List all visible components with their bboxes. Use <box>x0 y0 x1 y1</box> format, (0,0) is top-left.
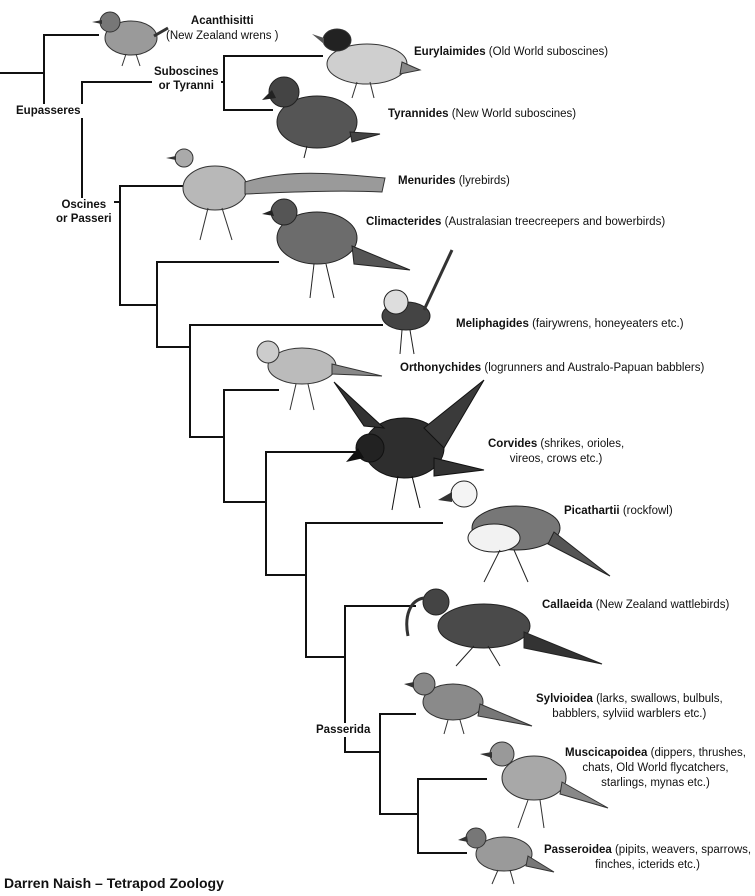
node-oscines: Oscines or Passeri <box>54 198 114 226</box>
taxon-meliphagides: Meliphagides (fairywrens, honeyeaters et… <box>456 317 684 332</box>
taxon-tyrannides: Tyrannides (New World suboscines) <box>388 107 576 122</box>
taxon-desc2: babblers, sylviid warblers etc.) <box>552 708 707 720</box>
taxon-name: Acanthisitti <box>190 15 254 27</box>
taxon-desc: (dippers, thrushes, <box>650 747 746 759</box>
taxon-muscicapoidea: Muscicapoidea (dippers, thrushes, chats,… <box>565 746 746 791</box>
taxon-desc: (Old World suboscines) <box>488 46 609 58</box>
taxon-eurylaimides: Eurylaimides (Old World suboscines) <box>414 45 608 60</box>
taxon-desc: (logrunners and Australo-Papuan babblers… <box>484 362 705 374</box>
taxon-name: Meliphagides <box>456 318 529 330</box>
taxon-name: Corvides <box>488 438 538 450</box>
taxon-desc: (lyrebirds) <box>458 175 510 187</box>
climacterides-bird-icon <box>262 198 411 299</box>
menurides-bird-icon <box>166 148 386 241</box>
meliphagides-bird-icon <box>381 249 454 355</box>
node-suboscines-line2: or Tyranni <box>158 80 214 92</box>
orthonychides-bird-icon <box>256 340 383 411</box>
eurylaimides-bird-icon <box>312 28 422 99</box>
taxon-desc: (rockfowl) <box>622 505 673 517</box>
node-suboscines-line1: Suboscines <box>154 66 219 78</box>
node-oscines-line1: Oscines <box>61 199 107 211</box>
corvides-bird-icon <box>333 379 485 511</box>
taxon-corvides: Corvides (shrikes, orioles, vireos, crow… <box>488 437 624 467</box>
taxon-name: Callaeida <box>542 599 593 611</box>
taxon-menurides: Menurides (lyrebirds) <box>398 174 510 189</box>
picathartii-bird-icon <box>438 480 611 583</box>
taxon-callaeida: Callaeida (New Zealand wattlebirds) <box>542 598 729 613</box>
taxon-name: Menurides <box>398 175 456 187</box>
taxon-name: Orthonychides <box>400 362 482 374</box>
taxon-name: Tyrannides <box>388 108 449 120</box>
taxon-sylvioidea: Sylvioidea (larks, swallows, bulbuls, ba… <box>536 692 723 722</box>
taxon-desc2: chats, Old World flycatchers, <box>582 762 729 774</box>
taxon-name: Eurylaimides <box>414 46 486 58</box>
taxon-desc: (New Zealand wattlebirds) <box>595 599 730 611</box>
taxon-name: Climacterides <box>366 216 442 228</box>
taxon-desc: (fairywrens, honeyeaters etc.) <box>532 318 684 330</box>
taxon-orthonychides: Orthonychides (logrunners and Australo-P… <box>400 361 704 376</box>
node-passerida: Passerida <box>314 723 373 737</box>
taxon-climacterides: Climacterides (Australasian treecreepers… <box>366 215 665 230</box>
taxon-name: Picathartii <box>564 505 620 517</box>
taxon-acanthisitti: Acanthisitti (New Zealand wrens ) <box>166 14 278 44</box>
node-eupasseres: Eupasseres <box>14 104 83 118</box>
taxon-desc: (shrikes, orioles, <box>540 438 625 450</box>
passeroidea-bird-icon <box>458 827 555 885</box>
node-oscines-line2: or Passeri <box>56 213 112 225</box>
taxon-desc: (New Zealand wrens ) <box>166 30 279 42</box>
taxon-desc2: vireos, crows etc.) <box>509 453 603 465</box>
callaeida-bird-icon <box>405 588 603 667</box>
taxon-desc: (New World suboscines) <box>451 108 577 120</box>
taxon-name: Passeroidea <box>544 844 612 856</box>
muscicapoidea-bird-icon <box>480 741 609 829</box>
taxon-desc: (pipits, weavers, sparrows, <box>614 844 752 856</box>
bird-illustration <box>92 11 611 885</box>
taxon-desc: (Australasian treecreepers and bowerbird… <box>444 216 666 228</box>
tyrannides-bird-icon <box>262 76 381 159</box>
taxon-desc3: starlings, mynas etc.) <box>601 777 710 789</box>
taxon-desc2: finches, icterids etc.) <box>595 859 700 871</box>
node-suboscines: Suboscines or Tyranni <box>152 65 221 93</box>
taxon-picathartii: Picathartii (rockfowl) <box>564 504 673 519</box>
credit-text: Darren Naish – Tetrapod Zoology <box>4 875 224 891</box>
sylvioidea-bird-icon <box>404 672 533 735</box>
acanthisitti-bird-icon <box>92 11 169 67</box>
taxon-name: Sylvioidea <box>536 693 593 705</box>
taxon-desc: (larks, swallows, bulbuls, <box>596 693 723 705</box>
taxon-passeroidea: Passeroidea (pipits, weavers, sparrows, … <box>544 843 751 873</box>
taxon-name: Muscicapoidea <box>565 747 648 759</box>
